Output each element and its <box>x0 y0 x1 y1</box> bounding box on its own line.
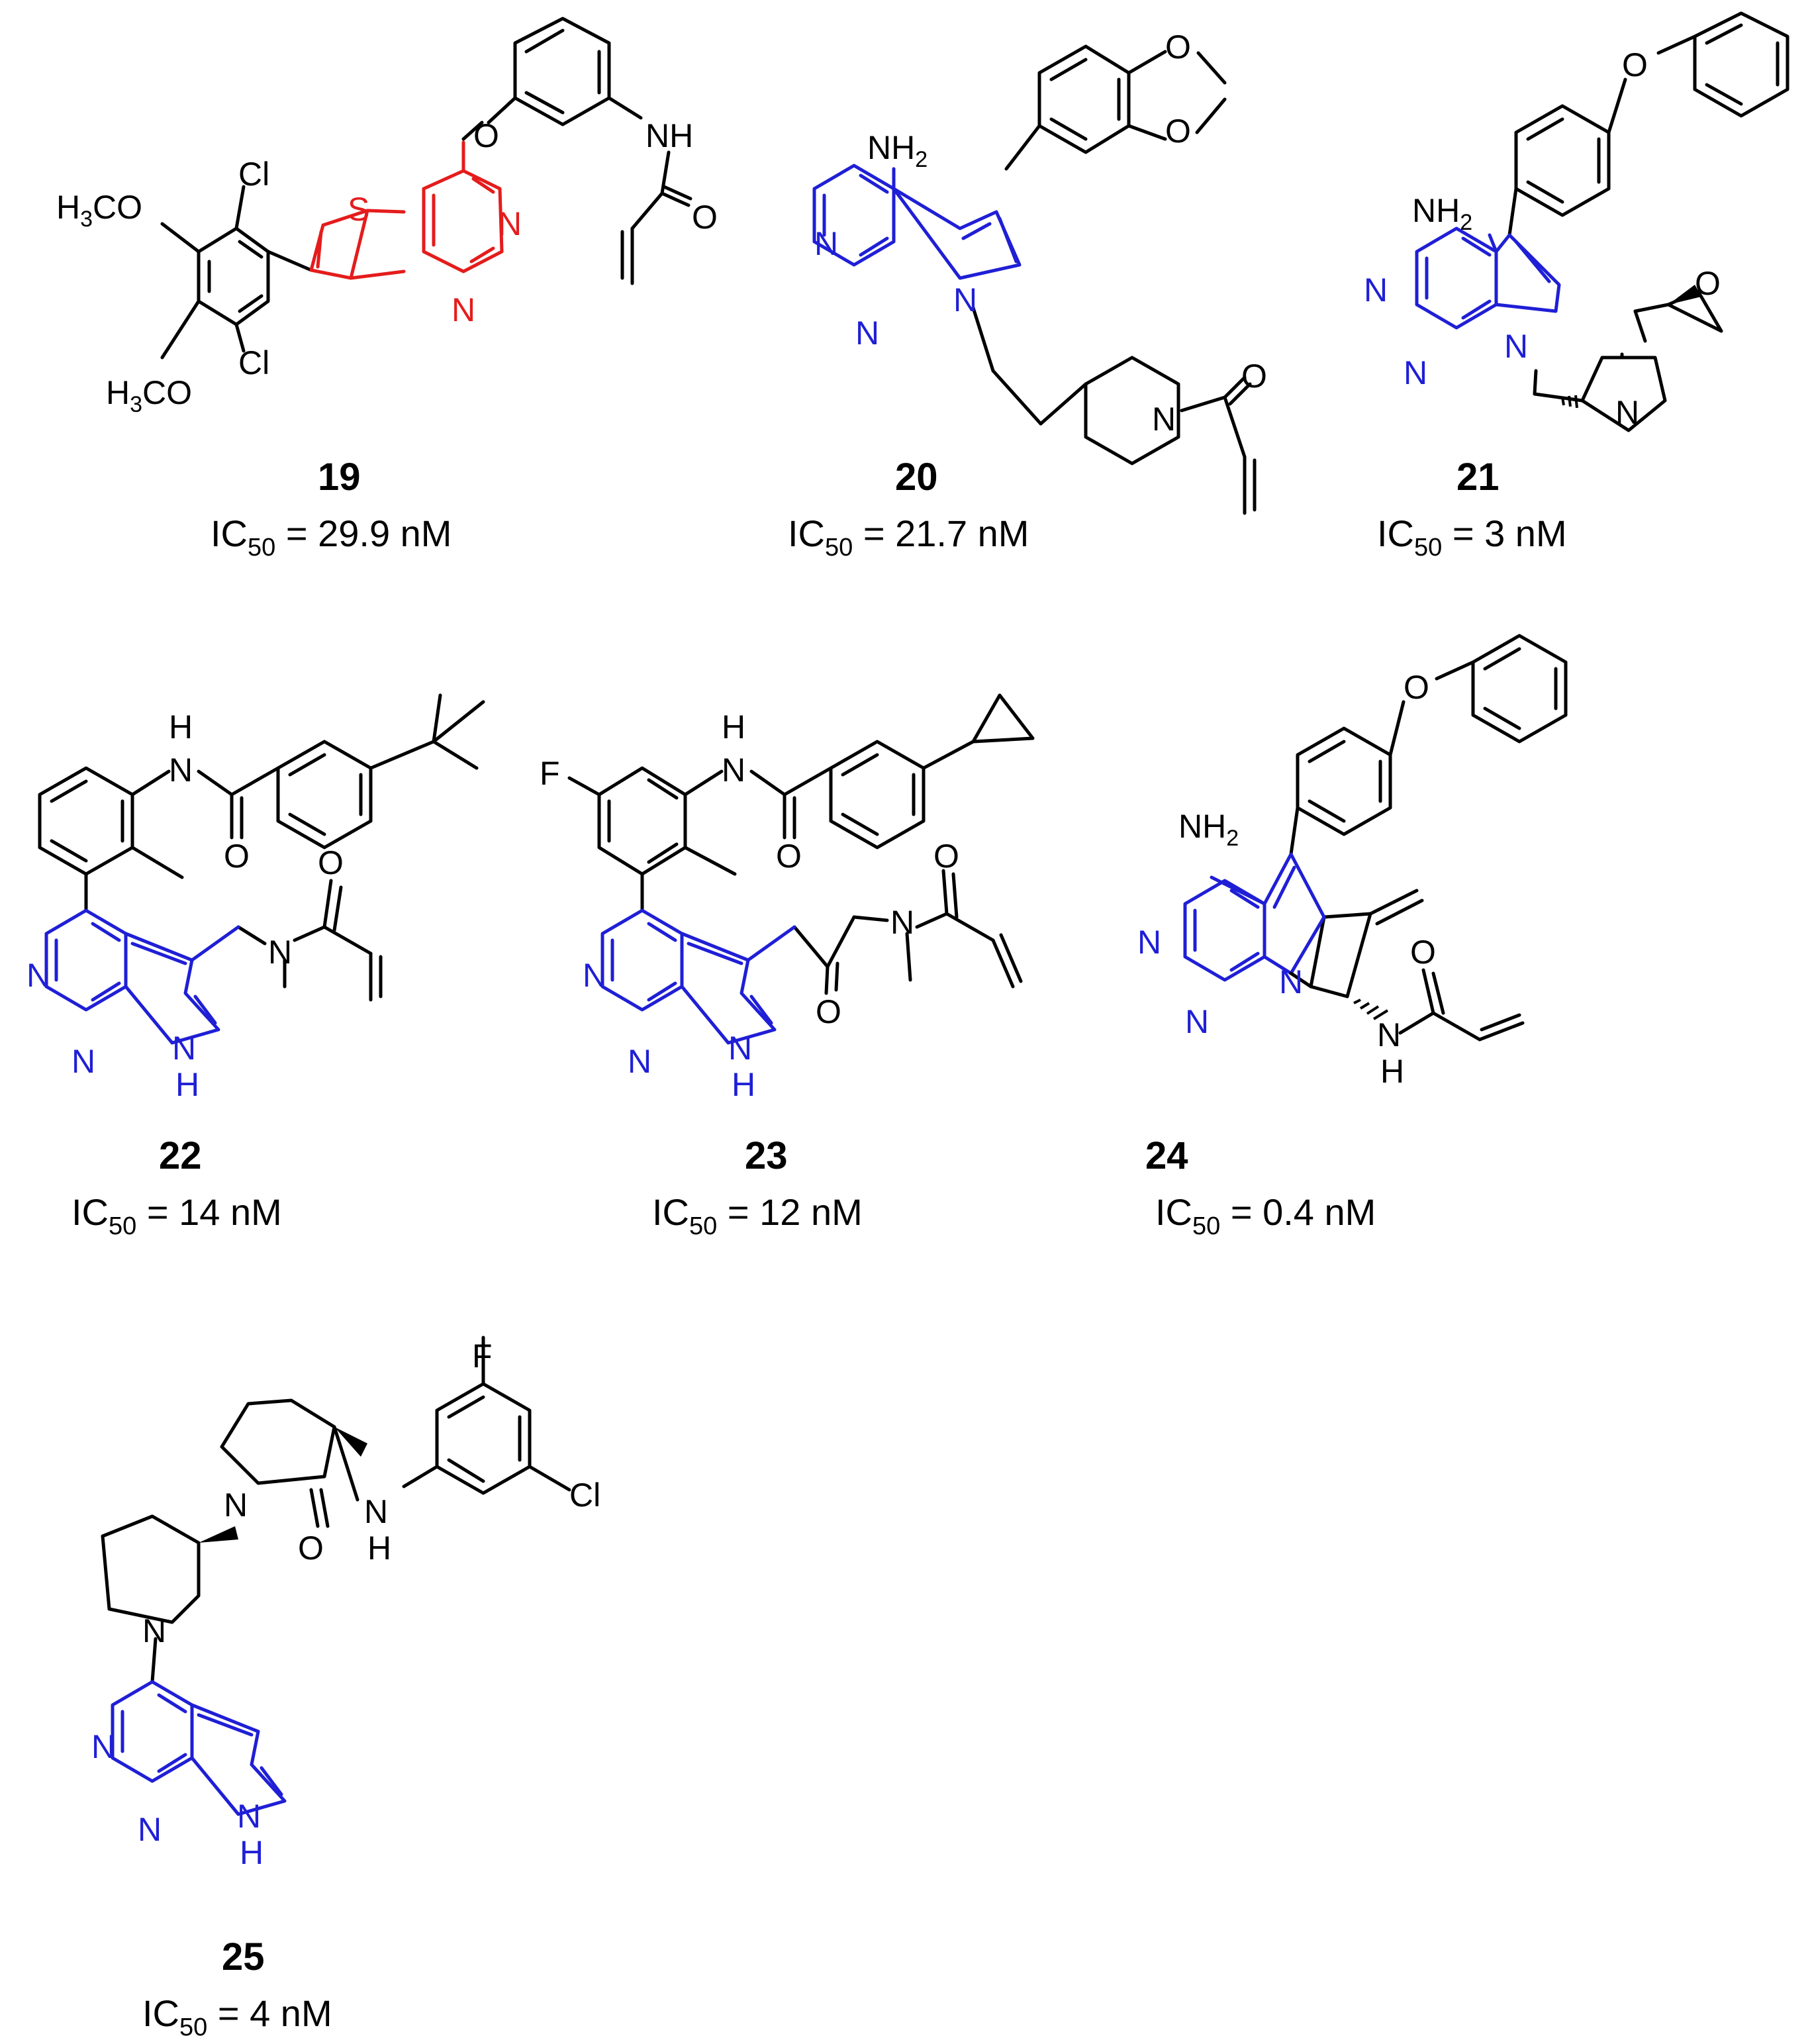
nitrogen-atom-label: N <box>628 1043 651 1080</box>
oxygen-atom-label: O <box>1165 113 1191 150</box>
ic50-value: IC50 = 0.4 nM <box>1155 1191 1376 1240</box>
compound-21-structure: NH2 N N N O O N 21 IC50 = 3 nM <box>1364 11 1789 561</box>
nitrogen-atom-label: N <box>953 281 977 318</box>
amino-group-label: NH2 <box>1178 808 1239 851</box>
nitrogen-atom-label: N <box>1615 394 1639 431</box>
oxygen-atom-label: O <box>1410 934 1436 971</box>
oxygen-atom-label: O <box>1695 265 1721 302</box>
oxygen-atom-label: O <box>776 838 802 875</box>
compound-23-structure: F H N O O N O N N N H 23 IC50 = 12 nM <box>540 693 1035 1240</box>
oxygen-atom-label: O <box>298 1530 324 1567</box>
oxygen-atom-label: O <box>1404 669 1429 706</box>
nitrogen-atom-label: N <box>722 752 745 789</box>
nitrogen-atom-label: N <box>224 1486 248 1524</box>
nitrogen-atom-label: N <box>1404 354 1427 391</box>
nitrogen-atom-label: N <box>142 1612 166 1649</box>
methoxy-label-h: H3CO <box>106 374 192 417</box>
amine-h-label: H <box>367 1530 391 1567</box>
ic50-value: IC50 = 12 nM <box>652 1191 863 1240</box>
nitrogen-atom-label: N <box>498 205 522 242</box>
amide-h-label: H <box>722 708 745 746</box>
compound-25-structure: F Cl N H N O N N N N H 25 IC50 = 4 nM <box>91 1336 600 2041</box>
nitrogen-atom-label: N <box>855 315 879 352</box>
oxygen-atom-label: O <box>224 838 250 875</box>
nitrogen-atom-label: N <box>1504 328 1528 365</box>
ic50-value: IC50 = 14 nM <box>72 1191 282 1240</box>
nitrogen-atom-label: N <box>890 904 914 941</box>
compound-id: 22 <box>159 1134 202 1177</box>
compound-22-structure: H N O N O N N N H 22 IC50 = 14 nM <box>26 693 485 1240</box>
nitrogen-atom-label: N <box>1364 271 1388 309</box>
ic50-value: IC50 = 21.7 nM <box>788 512 1029 561</box>
nitrogen-atom-label: N <box>72 1043 95 1080</box>
compound-id: 19 <box>318 456 361 499</box>
amino-group-label: NH2 <box>1412 192 1472 235</box>
nitrogen-atom-label: N <box>728 1030 752 1067</box>
pyrrole-h-label: H <box>175 1066 199 1103</box>
nitrogen-atom-label: N <box>172 1030 196 1067</box>
oxygen-atom-label: O <box>692 199 718 236</box>
compound-24-structure: NH2 O O N H N N N 24 IC50 = 0.4 nM <box>1137 634 1568 1240</box>
nitrogen-atom-label: N <box>91 1728 115 1765</box>
amino-group-label: NH2 <box>867 129 928 172</box>
nitrogen-atom-label: N <box>1137 924 1161 961</box>
oxygen-atom-label: O <box>816 993 841 1030</box>
oxygen-atom-label: O <box>473 117 499 154</box>
oxygen-atom-label: O <box>1622 46 1648 83</box>
nitrogen-atom-label: N <box>1279 963 1303 1000</box>
compound-id: 25 <box>222 1935 265 1978</box>
amide-h-label: H <box>169 708 193 746</box>
oxygen-atom-label: O <box>1165 28 1191 66</box>
fluorine-atom-label: F <box>472 1338 493 1375</box>
oxygen-atom-label: O <box>1241 358 1267 395</box>
nitrogen-atom-label: N <box>364 1493 388 1530</box>
compound-20-structure: NH2 N N N O O N O 20 IC50 = 21.7 nM <box>788 28 1267 561</box>
amide-nh-label: NH <box>645 117 693 154</box>
oxygen-atom-label: O <box>318 844 344 881</box>
nitrogen-atom-label: N <box>26 957 50 994</box>
fluorine-atom-label: F <box>540 755 560 792</box>
compound-id: 24 <box>1145 1134 1188 1177</box>
methoxy-label-h: H3CO <box>56 189 142 232</box>
chlorine-atom-label: Cl <box>238 344 269 381</box>
compound-id: 23 <box>745 1134 788 1177</box>
nitrogen-atom-label: N <box>1152 401 1176 438</box>
nitrogen-atom-label: N <box>452 291 475 328</box>
compound-id: 21 <box>1456 456 1500 499</box>
ic50-value: IC50 = 3 nM <box>1377 512 1567 561</box>
nitrogen-atom-label: N <box>169 752 193 789</box>
nitrogen-atom-label: N <box>237 1798 261 1835</box>
nitrogen-atom-label: N <box>268 934 292 971</box>
nitrogen-atom-label: N <box>1377 1016 1401 1053</box>
pyrrole-h-label: H <box>240 1834 263 1871</box>
ic50-value: IC50 = 4 nM <box>142 1992 332 2041</box>
compound-id: 20 <box>895 456 938 499</box>
sulfur-atom-label: S <box>348 191 369 228</box>
oxygen-atom-label: O <box>933 838 959 875</box>
chlorine-atom-label: Cl <box>569 1477 600 1514</box>
amide-h-label: H <box>1380 1053 1404 1090</box>
chlorine-atom-label: Cl <box>238 156 269 193</box>
nitrogen-atom-label: N <box>814 225 838 262</box>
nitrogen-atom-label: N <box>1185 1003 1209 1040</box>
ic50-value: IC50 = 29.9 nM <box>211 512 452 561</box>
nitrogen-atom-label: N <box>138 1811 162 1848</box>
pyrrole-h-label: H <box>732 1066 755 1103</box>
nitrogen-atom-label: N <box>583 957 606 994</box>
compound-19-structure: Cl Cl H3CO H3CO S N N O NH O 19 IC50 = 2… <box>56 17 718 561</box>
